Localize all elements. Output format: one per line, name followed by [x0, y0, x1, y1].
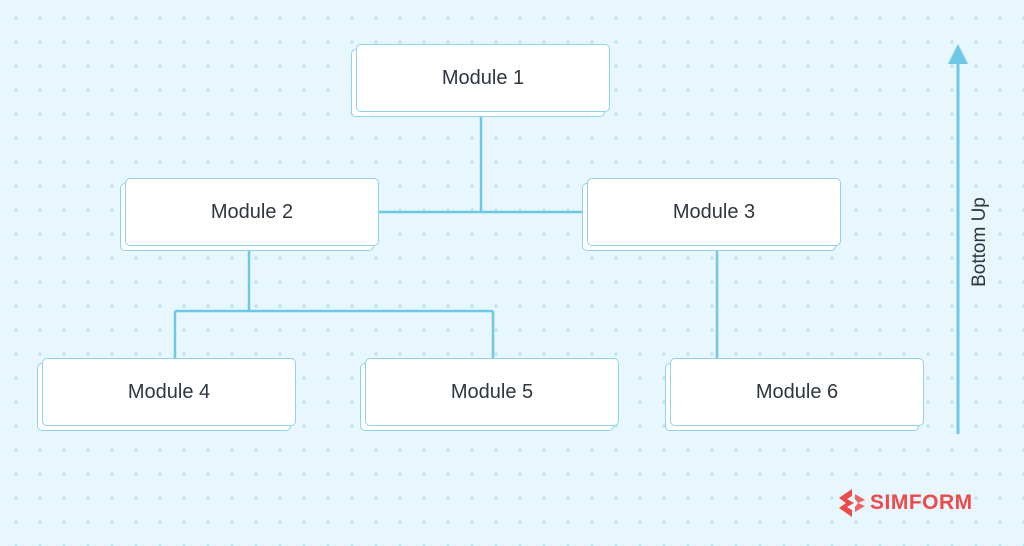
- module-4-card: Module 4: [42, 358, 296, 426]
- module-5-label: Module 5: [450, 380, 534, 403]
- module-2-box: Module 2: [120, 178, 381, 251]
- module-1-label: Module 1: [441, 66, 525, 89]
- bottom-up-arrow-head: [948, 44, 968, 64]
- bottom-up-label: Bottom Up: [969, 197, 990, 287]
- simform-logo: SIMFORM: [838, 488, 973, 518]
- module-3-box: Module 3: [582, 178, 843, 251]
- module-4-box: Module 4: [37, 358, 298, 431]
- module-1-box: Module 1: [351, 44, 612, 117]
- module-5-box: Module 5: [360, 358, 621, 431]
- module-6-card: Module 6: [670, 358, 924, 426]
- module-3-card: Module 3: [587, 178, 841, 246]
- simform-logo-icon: [839, 489, 865, 517]
- module-1-card: Module 1: [356, 44, 610, 112]
- module-2-label: Module 2: [210, 200, 294, 223]
- simform-logo-text: SIMFORM: [870, 491, 973, 514]
- module-4-label: Module 4: [127, 380, 211, 403]
- module-6-box: Module 6: [665, 358, 926, 431]
- module-3-label: Module 3: [672, 200, 756, 223]
- module-5-card: Module 5: [365, 358, 619, 426]
- module-2-card: Module 2: [125, 178, 379, 246]
- module-6-label: Module 6: [755, 380, 839, 403]
